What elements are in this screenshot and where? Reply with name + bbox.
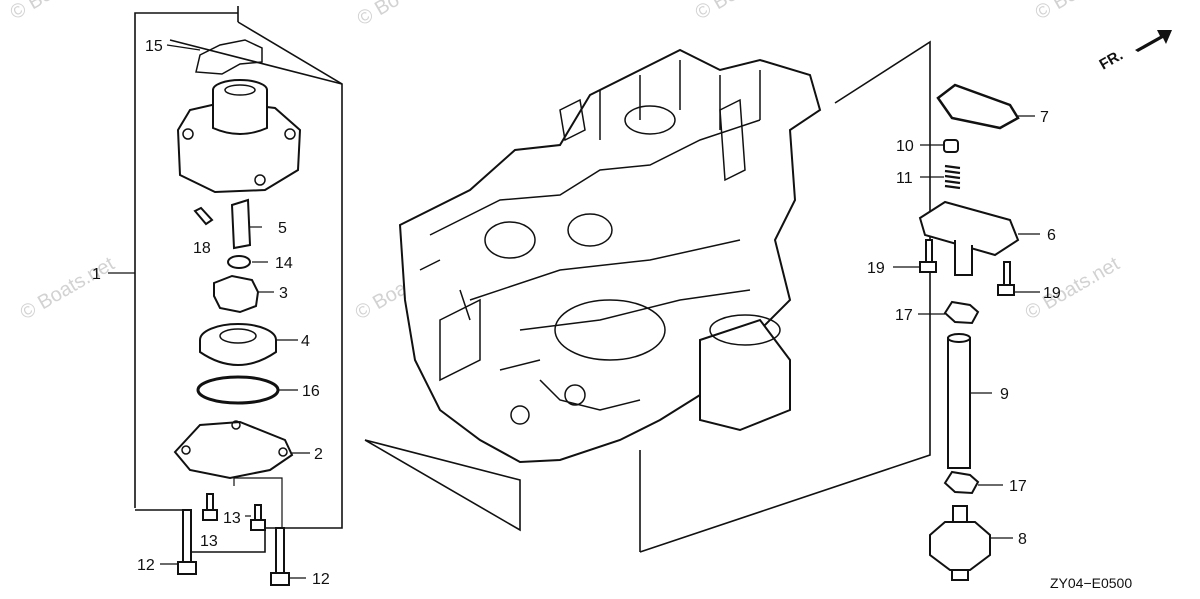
- pin-18: [193, 206, 214, 226]
- bolt-12-left: [177, 509, 197, 575]
- engine-block: [398, 48, 822, 464]
- callouts: 15 1 18 5 14 3 4 16 2 13 13 12 12 7 10 1…: [92, 38, 1061, 588]
- callout-16: 16: [302, 383, 320, 400]
- callout-7: 7: [1040, 109, 1049, 126]
- spring-11: [944, 164, 961, 190]
- callout-3: 3: [279, 285, 288, 302]
- callout-15: 15: [145, 38, 163, 55]
- gasket-15: [195, 39, 263, 75]
- bolt-13-left: [202, 493, 218, 521]
- callout-4: 4: [301, 333, 310, 350]
- callout-1: 1: [92, 266, 101, 283]
- diagram-code: ZY04−E0500: [1050, 575, 1132, 591]
- right-parts: [918, 83, 1020, 581]
- seal-14: [227, 255, 251, 269]
- relief-cover-6: [918, 200, 1020, 276]
- watermark: © Boats.net: [1022, 253, 1124, 325]
- callout-8: 8: [1018, 531, 1027, 548]
- callout-11: 11: [896, 170, 913, 187]
- callout-13-left: 13: [200, 533, 218, 550]
- callout-14: 14: [275, 255, 293, 272]
- pump-housing: [176, 79, 302, 194]
- bolt-19-right: [997, 261, 1015, 296]
- leader-lines: [108, 44, 1040, 579]
- clamp-17-top: [943, 300, 980, 325]
- clamp-17-bottom: [943, 470, 980, 495]
- left-parts: [173, 39, 302, 586]
- bolt-12-right: [270, 527, 290, 586]
- o-ring-16: [196, 375, 280, 405]
- hose-9: [947, 333, 971, 469]
- callout-9: 9: [1000, 386, 1009, 403]
- outer-rotor-4: [199, 323, 277, 366]
- forward-direction-marker: FR.: [1097, 30, 1172, 74]
- bolt-19-left: [919, 239, 937, 273]
- watermark: © Boats.net: [7, 0, 109, 24]
- watermark: © Boats.net: [1032, 0, 1134, 24]
- callout-12-left: 12: [137, 557, 155, 574]
- inner-rotor-3: [213, 274, 260, 314]
- bolt-13-right: [250, 504, 266, 531]
- pump-cover-2: [173, 420, 294, 480]
- callout-5: 5: [278, 220, 287, 237]
- shaft-5: [230, 198, 252, 250]
- callout-12-right: 12: [312, 571, 330, 588]
- callout-19-left: 19: [867, 260, 885, 277]
- watermark: © Boats.net: [17, 253, 119, 325]
- callout-6: 6: [1047, 227, 1056, 244]
- callout-13-right: 13: [223, 510, 241, 527]
- check-valve-cap-10: [943, 139, 959, 153]
- strainer-8: [929, 505, 991, 581]
- callout-17-top: 17: [895, 307, 913, 324]
- watermark: © Boats.net: [692, 0, 794, 24]
- callout-2: 2: [314, 446, 323, 463]
- callout-10: 10: [896, 138, 914, 155]
- arrow-icon: [1135, 30, 1172, 52]
- watermark-top-fragment: © Bo: [354, 0, 404, 30]
- callout-17-bottom: 17: [1009, 478, 1027, 495]
- gasket-7: [936, 83, 1020, 130]
- fr-label: FR.: [1097, 47, 1126, 74]
- callout-19-right: 19: [1043, 285, 1061, 302]
- callout-18: 18: [193, 240, 211, 257]
